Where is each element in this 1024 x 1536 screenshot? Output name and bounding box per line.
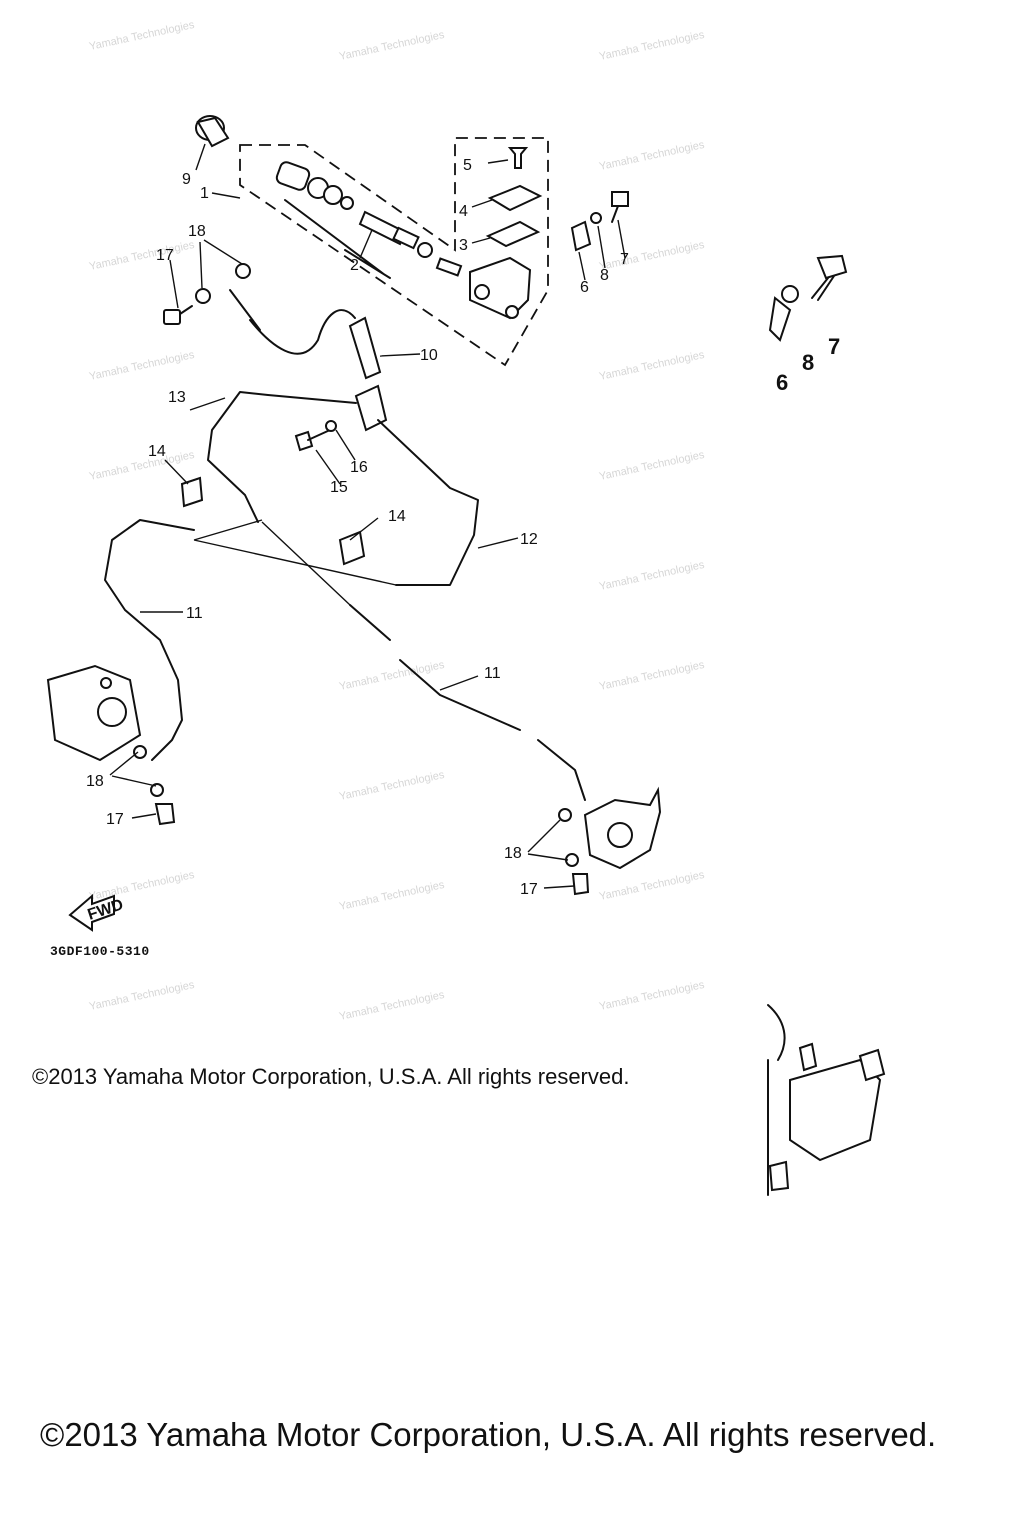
callout-14-right: 14	[388, 508, 406, 525]
watermark: Yamaha Technologies	[598, 659, 706, 693]
part-16-washer	[325, 420, 337, 432]
left-brake-caliper	[46, 664, 147, 762]
watermark: Yamaha Technologies	[88, 239, 196, 273]
callout-4: 4	[459, 203, 468, 220]
callout-15: 15	[330, 479, 348, 496]
watermark: Yamaha Technologies	[598, 139, 706, 173]
brake-hose-10	[348, 316, 382, 380]
part-5-screw	[507, 147, 529, 169]
brake-hose-11-left	[104, 519, 195, 761]
detail-caliper-view	[767, 1004, 886, 1196]
callout-3: 3	[459, 237, 468, 254]
callout-5: 5	[463, 157, 472, 174]
part-8-washer	[590, 212, 602, 224]
detail-callout-7: 7	[828, 334, 840, 359]
watermark: Yamaha Technologies	[338, 879, 446, 913]
watermark: Yamaha Technologies	[338, 989, 446, 1023]
part-17-union-bolt-left	[154, 803, 176, 826]
forward-arrow: FWD	[68, 893, 125, 932]
brake-pipe-12	[377, 419, 479, 586]
callout-14-left: 14	[148, 443, 166, 460]
callout-16: 16	[350, 459, 368, 476]
routing-line-right	[261, 521, 351, 606]
callout-17-right: 17	[520, 881, 538, 898]
callout-17-left: 17	[106, 811, 124, 828]
callout-18-right: 18	[504, 845, 522, 862]
routing-line-left	[193, 519, 397, 586]
part-14-hose-holder-left	[180, 476, 204, 508]
brake-pipe-13	[207, 391, 357, 523]
part-18-washer-top-b	[235, 263, 251, 279]
callouts: 9 1 5 4 3 2 6 8 7 18 17 10 13 16 15 14 1…	[86, 157, 840, 898]
detail-callout-6: 6	[776, 370, 788, 395]
watermark: Yamaha Technologies	[338, 659, 446, 693]
brake-hose-joint	[354, 384, 388, 432]
part-17-union-bolt-top	[163, 305, 193, 325]
watermark: Yamaha Technologies	[88, 979, 196, 1013]
part-3-diaphragm	[485, 220, 541, 248]
part-9-boot	[195, 115, 230, 148]
part-15-bolt	[294, 429, 331, 452]
callout-18-top: 18	[188, 223, 206, 240]
part-2-piston-kit	[275, 161, 433, 279]
watermark: Yamaha Technologies	[338, 769, 446, 803]
callout-11-right: 11	[484, 665, 501, 682]
part-17-union-bolt-right	[571, 873, 590, 896]
callout-13: 13	[168, 389, 186, 406]
watermark: Yamaha Technologies	[598, 449, 706, 483]
right-brake-caliper	[558, 786, 662, 870]
copyright-notice-small: ©2013 Yamaha Motor Corporation, U.S.A. A…	[32, 1064, 630, 1089]
callout-7: 7	[620, 251, 629, 268]
watermark: Yamaha Technologies	[88, 869, 196, 903]
watermark: Yamaha Technologies	[88, 349, 196, 383]
watermark: Yamaha Technologies	[598, 979, 706, 1013]
watermark: Yamaha Technologies	[88, 19, 196, 53]
part-6-holder	[570, 220, 592, 252]
callout-1: 1	[200, 185, 209, 202]
part-4-cap	[487, 184, 543, 212]
callout-12: 12	[520, 531, 538, 548]
callout-11-left: 11	[186, 605, 203, 622]
detail-holder-bolt	[768, 254, 848, 342]
callout-2: 2	[350, 257, 359, 274]
watermark: Yamaha Technologies	[88, 449, 196, 483]
callout-17-top: 17	[156, 247, 174, 264]
brake-hose-10-upper	[229, 289, 356, 355]
watermark: Yamaha Technologies	[598, 29, 706, 63]
drawing-code: 3GDF100-5310	[50, 944, 150, 959]
watermark: Yamaha Technologies	[338, 29, 446, 63]
watermark: Yamaha Technologies	[598, 239, 706, 273]
master-cylinder-body	[435, 256, 532, 320]
part-18-washer-top	[195, 288, 211, 304]
part-7-bolt	[611, 191, 629, 223]
callout-10: 10	[420, 347, 438, 364]
copyright-notice-large: ©2013 Yamaha Motor Corporation, U.S.A. A…	[40, 1416, 937, 1453]
watermark: Yamaha Technologies	[598, 559, 706, 593]
callout-6: 6	[580, 279, 589, 296]
part-18-washer-left	[150, 783, 164, 797]
leader-lines	[109, 143, 626, 889]
callout-18-left: 18	[86, 773, 104, 790]
brake-hose-11-right	[349, 604, 586, 801]
detail-callout-8: 8	[802, 350, 814, 375]
watermark: Yamaha Technologies	[598, 349, 706, 383]
callout-8: 8	[600, 267, 609, 284]
callout-9: 9	[182, 171, 191, 188]
watermark: Yamaha Technologies	[598, 869, 706, 903]
part-14-hose-holder-right	[338, 530, 366, 566]
